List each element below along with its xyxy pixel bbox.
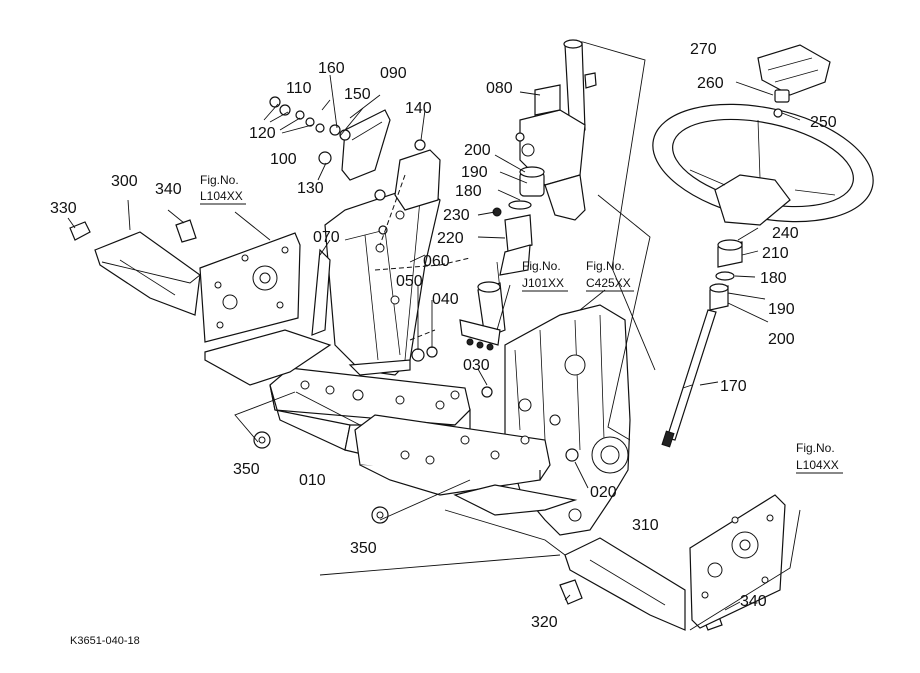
figure-references: Fig.No. L104XX Fig.No. J101XX Fig.No. C4… — [200, 173, 843, 474]
left-mounting-plate — [199, 232, 301, 343]
steering-column-080 — [519, 39, 597, 221]
part-label-030: 030 — [463, 357, 490, 374]
part-label-150: 150 — [344, 86, 371, 103]
part-label-230: 230 — [443, 207, 470, 224]
part-label-190-lower: 190 — [768, 301, 795, 318]
part-label-180-lower: 180 — [760, 270, 787, 287]
part-label-060: 060 — [423, 253, 450, 270]
upper-bracket — [394, 149, 441, 211]
part-label-130: 130 — [297, 180, 324, 197]
part-label-320: 320 — [531, 614, 558, 631]
part-label-310: 310 — [632, 517, 659, 534]
part-label-350-left: 350 — [233, 461, 260, 478]
leader-lines — [67, 41, 801, 631]
part-label-260: 260 — [697, 75, 724, 92]
svg-text:Fig.No.: Fig.No. — [796, 441, 835, 455]
fig-ref-right-plate: Fig.No. L104XX — [796, 441, 843, 474]
part-label-100: 100 — [270, 151, 297, 168]
part-label-350-bottom: 350 — [350, 540, 377, 557]
lower-shaft-assembly — [459, 281, 506, 351]
part-label-200-upper: 200 — [464, 142, 491, 159]
part-label-040: 040 — [432, 291, 459, 308]
svg-text:Fig.No.: Fig.No. — [586, 259, 625, 273]
part-label-010: 010 — [299, 472, 326, 489]
part-label-300: 300 — [111, 173, 138, 190]
part-label-050: 050 — [396, 273, 423, 290]
part-label-240: 240 — [772, 225, 799, 242]
part-label-140: 140 — [405, 100, 432, 117]
assembly-lines — [374, 174, 471, 341]
plate-090 — [341, 109, 391, 181]
part-label-090: 090 — [380, 65, 407, 82]
part-label-170: 170 — [720, 378, 747, 395]
svg-text:Fig.No.: Fig.No. — [200, 173, 239, 187]
part-label-330: 330 — [50, 200, 77, 217]
drawing-code: K3651-040-18 — [70, 635, 140, 647]
part-label-270: 270 — [690, 41, 717, 58]
part-label-250: 250 — [810, 114, 837, 131]
part-label-160: 160 — [318, 60, 345, 77]
part-label-190-upper: 190 — [461, 164, 488, 181]
part-label-210: 210 — [762, 245, 789, 262]
part-label-340-left: 340 — [155, 181, 182, 198]
universal-joint-220 — [492, 166, 545, 291]
part-label-340-right: 340 — [740, 593, 767, 610]
svg-text:L104XX: L104XX — [200, 189, 243, 203]
bracket-300 — [94, 231, 201, 316]
svg-text:Fig.No.: Fig.No. — [522, 259, 561, 273]
part-label-200-lower: 200 — [768, 331, 795, 348]
steering-wheel — [652, 103, 874, 226]
fig-ref-left-plate: Fig.No. L104XX — [200, 173, 246, 205]
floor-plate — [204, 329, 332, 386]
steering-shaft-170 — [661, 309, 717, 448]
hub-stack — [709, 239, 743, 311]
svg-text:L104XX: L104XX — [796, 458, 839, 472]
right-mounting-plate — [689, 494, 786, 629]
svg-text:C425XX: C425XX — [586, 276, 631, 290]
part-label-180-upper: 180 — [455, 183, 482, 200]
part-label-110: 110 — [286, 80, 312, 97]
part-label-080: 080 — [486, 80, 513, 97]
part-label-220: 220 — [437, 230, 464, 247]
part-labels: 010 020 030 040 050 060 070 080 090 100 … — [50, 41, 837, 631]
wheel-cap-270 — [757, 44, 831, 118]
bracket-310 — [564, 537, 686, 631]
part-label-120: 120 — [249, 125, 276, 142]
fig-ref-transmission: Fig.No. C425XX — [586, 259, 634, 292]
part-label-070: 070 — [313, 229, 340, 246]
part-label-020: 020 — [590, 484, 617, 501]
svg-text:J101XX: J101XX — [522, 276, 564, 290]
fig-ref-lower-shaft: Fig.No. J101XX — [522, 259, 568, 292]
front-bracket — [354, 414, 578, 516]
